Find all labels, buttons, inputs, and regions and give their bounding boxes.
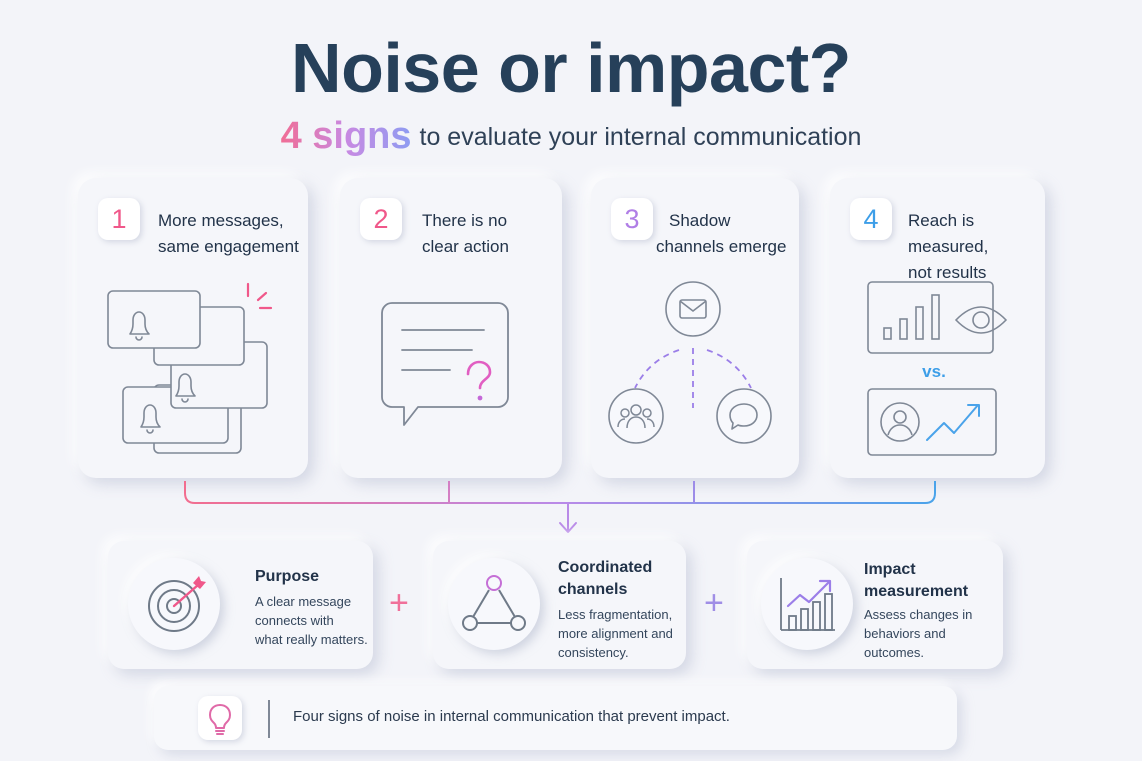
vs-label: vs. — [922, 362, 946, 381]
solution-card-coordinated-channels: Coordinated channels Less fragmentation,… — [433, 541, 686, 669]
solution-title-impact-measurement: Impact measurement — [864, 559, 968, 603]
solution-title-channels-line2: channels — [558, 581, 628, 598]
growth-chart-icon — [780, 578, 835, 631]
page-title: Noise or impact? — [291, 29, 851, 107]
solution-desc-impact-measurement: Assess changes in behaviors and outcomes… — [864, 605, 972, 662]
solution-card-impact-measurement: Impact measurement Assess changes in beh… — [747, 541, 1003, 669]
footer-text: Four signs of noise in internal communic… — [293, 708, 730, 725]
growth-chart-icon-circle — [761, 558, 853, 650]
sign-label-3: Shadow channels emerge — [656, 208, 786, 260]
sign-label-1-line1: More messages, — [158, 211, 284, 230]
lightbulb-icon-box — [198, 696, 242, 740]
subtitle-text: to evaluate your internal communication — [419, 123, 862, 151]
footer-divider — [268, 700, 270, 738]
sign-label-4-line1: Reach is measured, — [908, 211, 989, 256]
solution-title-impact-line1: Impact — [864, 561, 916, 578]
sign-label-4: Reach is measured, not results — [908, 208, 1045, 286]
sign-card-3: 3 Shadow channels emerge — [591, 178, 799, 478]
subtitle-accent: 4 signs — [280, 115, 412, 157]
solution-desc-impact-line2: behaviors and — [864, 626, 946, 641]
shadow-channels-icon — [608, 281, 772, 444]
network-triangle-icon-circle — [448, 558, 540, 650]
lightbulb-icon — [209, 704, 231, 735]
sign-label-2-line2: clear action — [422, 237, 509, 256]
stacked-notification-bell-icons — [107, 282, 273, 454]
sign-label-3-line2: channels emerge — [656, 237, 787, 256]
solution-desc-channels-line3: consistency. — [558, 645, 629, 660]
sign-number-3: 3 — [611, 198, 653, 240]
footer-note: Four signs of noise in internal communic… — [154, 686, 957, 750]
sign-label-2-line1: There is no — [422, 211, 508, 230]
solution-desc-channels-line2: more alignment and — [558, 626, 673, 641]
sign-label-1: More messages, same engagement — [158, 208, 299, 260]
solution-title-channels-line1: Coordinated — [558, 559, 653, 576]
solution-desc-channels-line1: Less fragmentation, — [558, 607, 673, 622]
solution-desc-impact-line3: outcomes. — [864, 645, 924, 660]
solution-title-purpose-line1: Purpose — [255, 568, 320, 585]
sign-label-4-line2: not results — [908, 263, 987, 282]
sign-number-1: 1 — [98, 198, 140, 240]
sign-label-2: There is no clear action — [422, 208, 509, 260]
reach-vs-results-icon: vs. — [867, 281, 1008, 456]
sign-number-4: 4 — [850, 198, 892, 240]
solution-card-purpose: Purpose A clear message connects with wh… — [108, 541, 373, 669]
solution-desc-purpose-line1: A clear message — [255, 594, 352, 609]
solution-title-coordinated-channels: Coordinated channels — [558, 557, 652, 601]
target-icon-circle — [128, 558, 220, 650]
solution-desc-purpose: A clear message connects with what reall… — [255, 592, 368, 649]
sign-card-2: 2 There is no clear action — [340, 178, 562, 478]
solution-desc-impact-line1: Assess changes in — [864, 607, 973, 622]
sign-card-4: 4 Reach is measured, not results vs. — [830, 178, 1045, 478]
plus-operator-2: + — [704, 584, 724, 622]
solution-desc-purpose-line3: what really matters. — [255, 632, 368, 647]
sign-number-2: 2 — [360, 198, 402, 240]
sign-label-3-line1: Shadow — [669, 211, 731, 230]
solution-desc-coordinated-channels: Less fragmentation, more alignment and c… — [558, 605, 673, 662]
target-icon — [148, 576, 206, 632]
sign-card-1: 1 More messages, same engagement — [78, 178, 308, 478]
solution-desc-purpose-line2: connects with — [255, 613, 334, 628]
plus-operator-1: + — [389, 584, 409, 622]
solution-title-purpose: Purpose — [255, 566, 319, 588]
network-triangle-icon — [462, 575, 526, 631]
sign-label-1-line2: same engagement — [158, 237, 299, 256]
speech-bubble-question-icon — [381, 302, 509, 426]
solution-title-impact-line2: measurement — [864, 583, 969, 600]
